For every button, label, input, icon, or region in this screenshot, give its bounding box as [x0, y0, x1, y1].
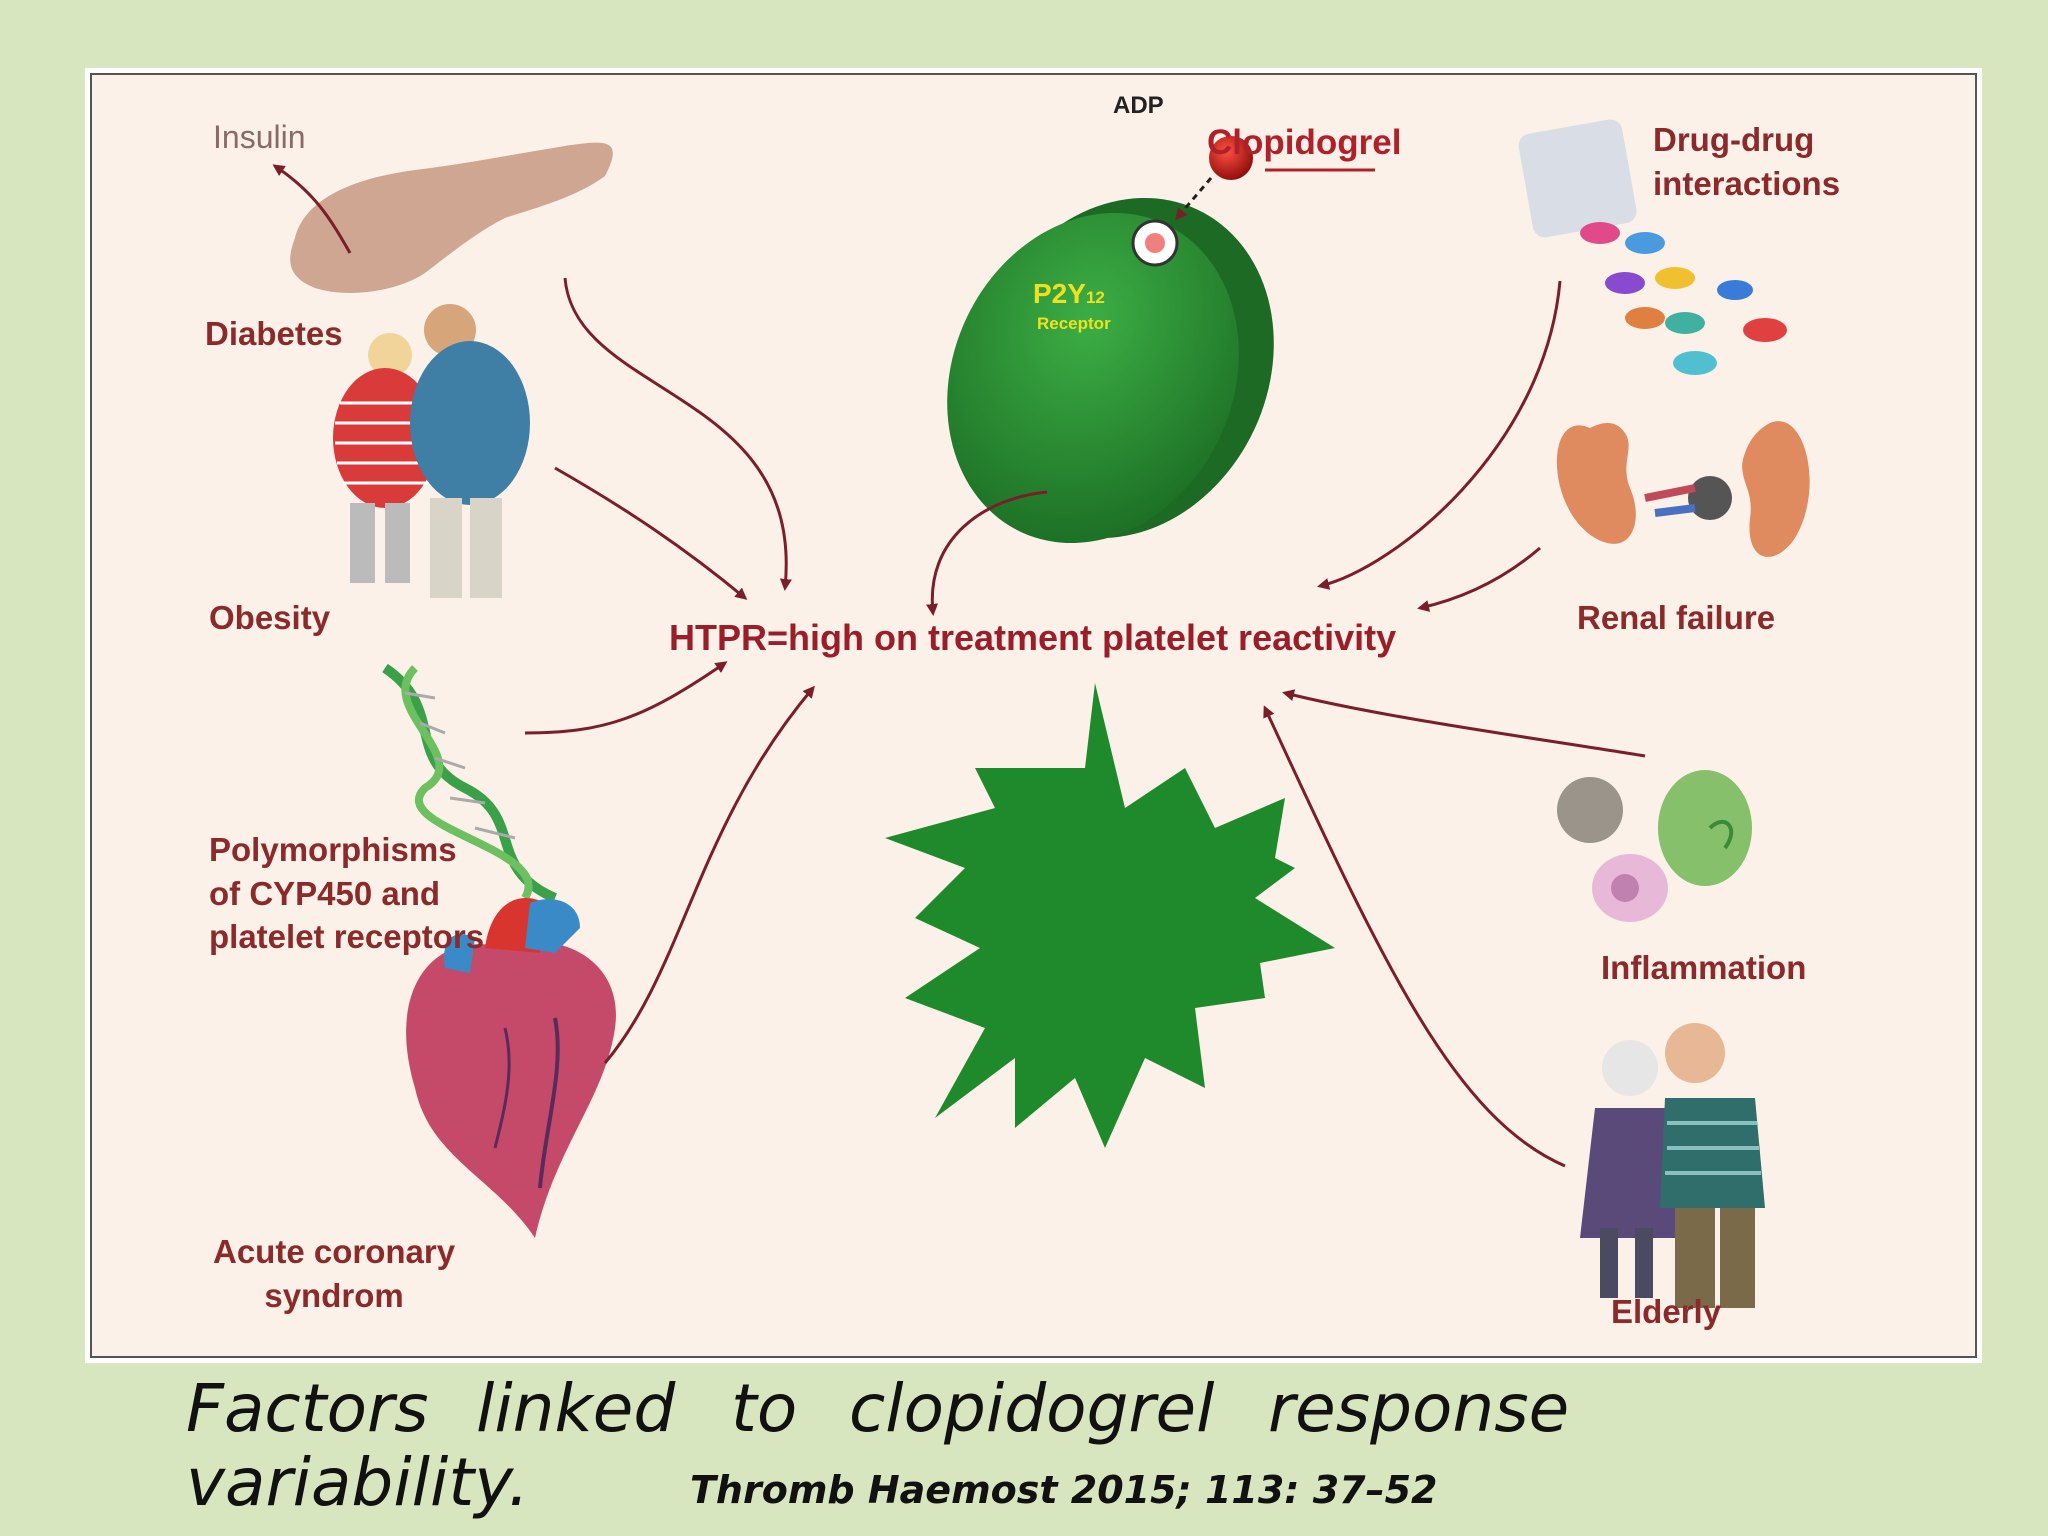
renal-failure-label: Renal failure	[1577, 599, 1776, 636]
polymorphisms-line-1: Polymorphisms	[209, 831, 457, 868]
acs-arrow	[603, 685, 815, 1064]
caption-word-5: response	[1268, 1370, 1570, 1447]
citation: Thromb Haemost 2015; 113: 37–52	[690, 1468, 1438, 1512]
elderly-couple-icon	[1580, 1023, 1765, 1308]
ddi-line-1: Drug-drug	[1653, 121, 1815, 158]
insulin-label: Insulin	[213, 119, 306, 155]
receptor-sublabel: Receptor	[1037, 314, 1111, 333]
inflammation-label: Inflammation	[1601, 949, 1807, 986]
p2y12-receptor-shape	[947, 197, 1274, 544]
ddi-label: Drug-drug interactions	[1653, 118, 1840, 205]
diabetes-arrow	[563, 277, 792, 591]
acs-line-1: Acute coronary	[213, 1233, 456, 1270]
caption-word-4: clopidogrel	[849, 1370, 1215, 1447]
dna-helix-icon	[382, 663, 558, 903]
inflammatory-cells-icon	[1557, 770, 1752, 922]
kidneys-icon	[1556, 421, 1810, 557]
adp-binding-arrow	[1175, 177, 1213, 221]
diabetes-label: Diabetes	[205, 315, 343, 352]
elderly-label: Elderly	[1611, 1293, 1722, 1330]
elderly-arrow	[1263, 705, 1566, 1168]
adp-label: ADP	[1113, 92, 1164, 119]
caption-word-1: Factors	[186, 1370, 429, 1447]
acs-label: Acute coronary syndrom	[213, 1230, 455, 1317]
renal-arrow	[1417, 546, 1541, 612]
diagram-canvas	[90, 73, 1977, 1358]
receptor-arrow	[926, 490, 1048, 616]
ddi-line-2: interactions	[1653, 164, 1841, 202]
p2y12-label: P2Y12	[1033, 280, 1105, 308]
clopidogrel-label: Clopidogrel	[1207, 123, 1402, 162]
adp-molecule	[1209, 136, 1253, 180]
polymorphisms-line-2: of CYP450 and	[209, 874, 441, 912]
p2y12-subscript: 12	[1085, 288, 1105, 307]
activated-platelet-shape	[885, 683, 1335, 1148]
inflammation-arrow	[1282, 689, 1646, 758]
caption-word-3: to	[731, 1370, 798, 1447]
obese-couple-icon	[333, 304, 530, 598]
htpr-label: HTPR=high on treatment platelet reactivi…	[669, 617, 1397, 658]
caption-line-2: variability.	[186, 1444, 530, 1521]
pill-bottle-icon	[1518, 119, 1787, 375]
ddi-arrow	[1317, 280, 1562, 590]
polymorphisms-line-3: platelet receptors	[209, 918, 485, 956]
figure-panel: Insulin Diabetes Obesity Polymorphisms o…	[85, 68, 1982, 1363]
obesity-arrow	[554, 466, 748, 600]
acs-line-2: syndrom	[264, 1276, 404, 1314]
factor-arrows	[524, 277, 1646, 1168]
pancreas-icon	[290, 142, 613, 293]
polymorphisms-label: Polymorphisms of CYP450 and platelet rec…	[209, 828, 484, 959]
heart-icon	[406, 898, 616, 1238]
caption-word-2: linked	[476, 1370, 676, 1447]
polymorphisms-arrow	[524, 661, 728, 735]
obesity-label: Obesity	[209, 599, 331, 636]
insulin-arrow	[272, 164, 352, 254]
p2y12-name: P2Y	[1033, 278, 1086, 309]
